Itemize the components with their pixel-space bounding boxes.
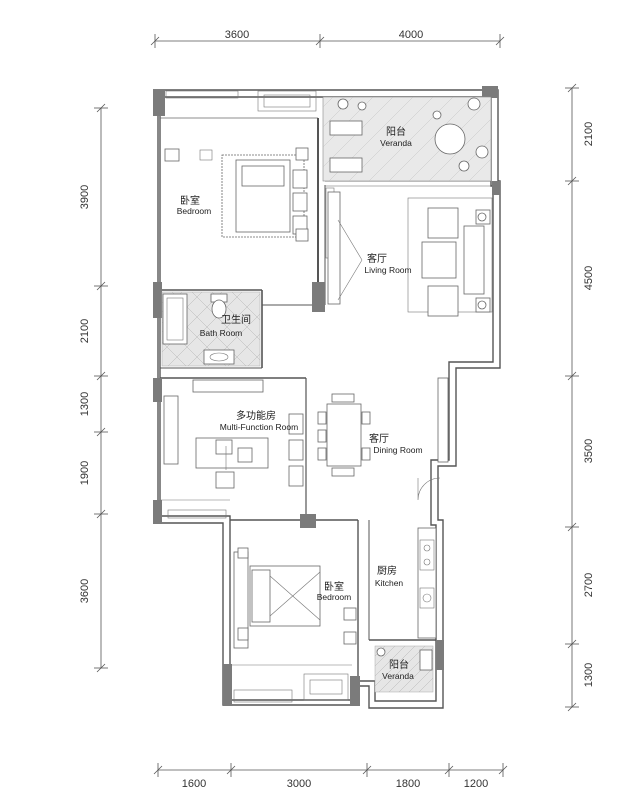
dim-left-2: 2100 (79, 319, 91, 343)
dim-right-5: 1300 (583, 663, 595, 687)
room-label-bath-cn: 卫生间 (221, 313, 251, 326)
dim-right-3: 3500 (583, 439, 595, 463)
room-label-dining-cn: 客厅 (369, 432, 389, 445)
bath-room-area (161, 291, 261, 367)
dim-left-3: 1300 (79, 392, 91, 416)
dim-bottom-1: 1600 (182, 778, 206, 790)
dim-left-5: 3600 (79, 579, 91, 603)
veranda2-area (374, 645, 434, 693)
dimension-lines (94, 34, 579, 777)
dim-right-4: 2700 (583, 573, 595, 597)
dim-right-1: 2100 (583, 122, 595, 146)
room-label-bedroom1-cn: 卧室 (180, 194, 200, 207)
room-label-veranda1-cn: 阳台 (386, 125, 406, 138)
room-label-veranda2-en: Veranda (382, 671, 414, 681)
kitchen-furniture (417, 527, 437, 639)
room-label-bedroom1-en: Bedroom (177, 206, 212, 216)
room-label-living-cn: 客厅 (367, 252, 387, 265)
bedroom1-furniture (164, 147, 309, 242)
dim-top-2: 4000 (399, 29, 423, 41)
dim-bottom-2: 3000 (287, 778, 311, 790)
living-room-furniture (327, 191, 493, 317)
dim-bottom-4: 1200 (464, 778, 488, 790)
room-label-multi-cn: 多功能房 (236, 409, 276, 422)
multi-function-furniture (163, 379, 304, 489)
bedroom2-furniture (233, 547, 357, 649)
veranda1-area (322, 96, 492, 182)
room-label-veranda1-en: Veranda (380, 138, 412, 148)
dim-top-1: 3600 (225, 29, 249, 41)
dining-furniture (317, 377, 449, 501)
dim-bottom-3: 1800 (396, 778, 420, 790)
room-label-multi-en: Multi-Function Room (220, 422, 298, 432)
dim-left-4: 1900 (79, 461, 91, 485)
room-label-veranda2-cn: 阳台 (389, 658, 409, 671)
room-label-dining-en: Dining Room (373, 445, 422, 455)
room-label-kitchen-en: Kitchen (375, 578, 404, 588)
room-label-bedroom2-en: Bedroom (317, 592, 352, 602)
dim-left-1: 3900 (79, 185, 91, 209)
room-label-bath-en: Bath Room (200, 328, 243, 338)
room-label-kitchen-cn: 厨房 (377, 564, 397, 577)
pillars (153, 86, 500, 706)
dim-right-2: 4500 (583, 266, 595, 290)
room-label-bedroom2-cn: 卧室 (324, 580, 344, 593)
room-label-living-en: Living Room (364, 265, 411, 275)
